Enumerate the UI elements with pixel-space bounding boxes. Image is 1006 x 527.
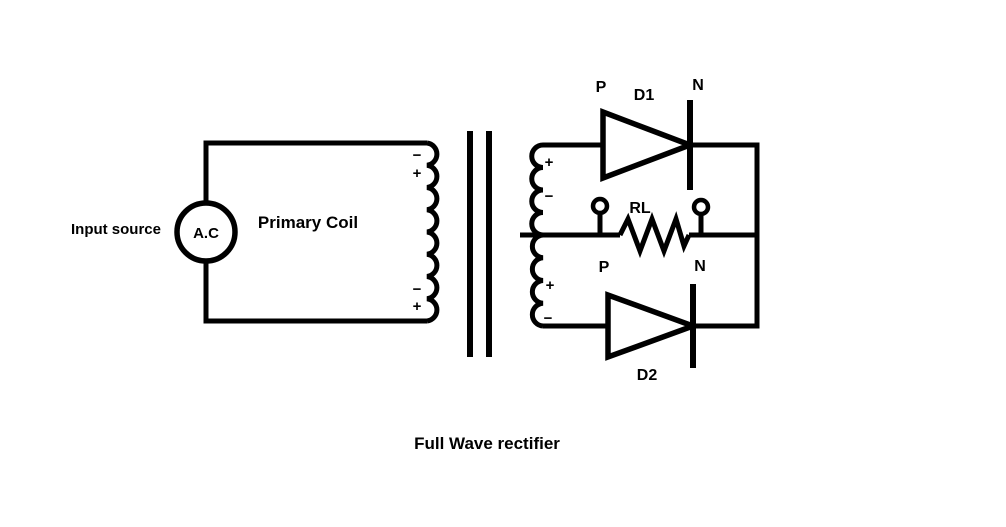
- load-left-terminal-circle: [590, 196, 610, 216]
- diode-d1-triangle: [600, 108, 698, 182]
- primary-top-minus: −: [413, 147, 422, 164]
- primary-top-plus: +: [413, 165, 422, 182]
- d1-cathode-label: N: [692, 77, 704, 94]
- input-source-label: Input source: [71, 221, 161, 238]
- load-left-terminal-label: P: [599, 259, 610, 276]
- secondary-coil-winding-bottom: [529, 232, 544, 329]
- d1-name-label: D1: [634, 87, 655, 104]
- resistor-zigzag: [617, 211, 692, 259]
- primary-bottom-minus: −: [413, 281, 422, 298]
- diode-d2-triangle: [605, 291, 702, 361]
- secondary-bottom-plus: +: [546, 277, 555, 294]
- secondary-bottom-minus: −: [544, 310, 553, 327]
- secondary-top-minus: −: [545, 188, 554, 205]
- load-right-terminal-circle: [691, 197, 711, 217]
- primary-coil-label: Primary Coil: [258, 213, 358, 232]
- secondary-top-plus: +: [545, 154, 554, 171]
- load-right-terminal-label: N: [694, 258, 706, 275]
- diagram-caption: Full Wave rectifier: [414, 434, 560, 453]
- secondary-coil-winding-top: [529, 142, 544, 238]
- ac-source-circle: [174, 200, 238, 264]
- ac-source-label: A.C: [193, 225, 219, 242]
- load-resistor-label: RL: [629, 200, 651, 217]
- primary-coil-winding: [426, 140, 440, 324]
- primary-bottom-plus: +: [413, 298, 422, 315]
- d2-name-label: D2: [637, 367, 658, 384]
- d1-anode-label: P: [596, 79, 607, 96]
